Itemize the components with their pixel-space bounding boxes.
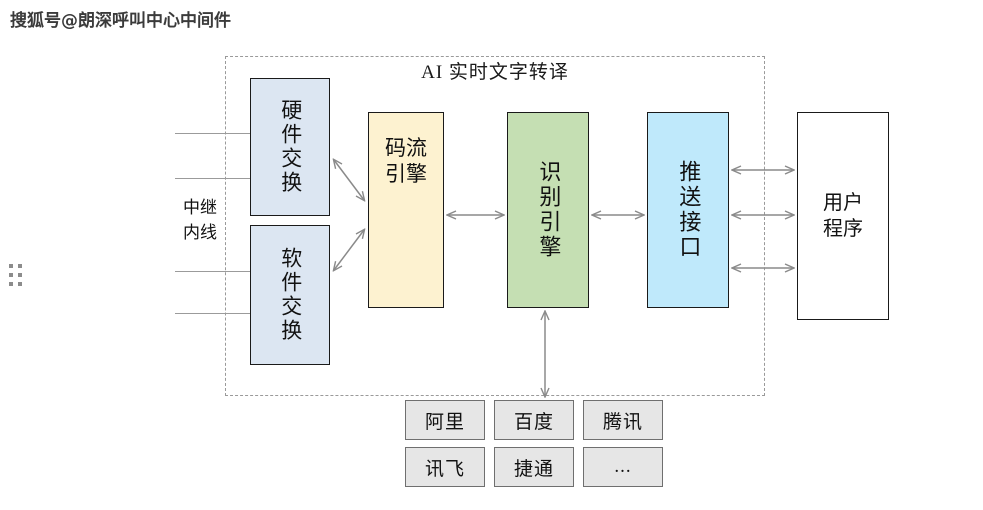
vendor-xunfei-label: 讯飞: [424, 458, 465, 480]
node-codestream-engine[interactable]: 码流引擎: [368, 112, 444, 308]
watermark-text: 搜狐号@朗深呼叫中心中间件: [10, 11, 231, 31]
vendor-tencent[interactable]: 腾讯: [583, 400, 663, 440]
trunk-line-4: [175, 313, 252, 314]
trunk-line-1: [175, 133, 252, 134]
trunk-line-3: [175, 271, 252, 272]
trunk-line-2: [175, 178, 252, 179]
node-hardware-switch[interactable]: 硬件交换: [250, 78, 330, 216]
node-recognition-engine[interactable]: 识别引擎: [507, 112, 589, 308]
vendor-jietong-label: 捷通: [513, 458, 554, 480]
diagram-title: AI 实时文字转译: [421, 62, 569, 83]
vendor-baidu-label: 百度: [513, 411, 554, 433]
vendor-alibaba-label: 阿里: [424, 411, 465, 433]
trunk-label-line-1: 中继: [183, 198, 217, 217]
vendor-more-label: ...: [614, 456, 632, 477]
vendor-more[interactable]: ...: [583, 447, 663, 487]
node-hardware-switch-label: 硬件交换: [278, 99, 303, 195]
vendor-jietong[interactable]: 捷通: [494, 447, 574, 487]
trunk-label-line-2: 内线: [183, 222, 217, 242]
vendor-tencent-label: 腾讯: [602, 411, 643, 433]
trunk-label: 中继 内线: [172, 196, 228, 245]
drag-handle-icon[interactable]: [9, 264, 23, 288]
node-push-interface-label: 推送接口: [676, 160, 702, 260]
ai-zone-boundary: [225, 56, 765, 396]
node-push-interface[interactable]: 推送接口: [647, 112, 729, 308]
node-recognition-engine-label: 识别引擎: [536, 160, 562, 260]
vendor-baidu[interactable]: 百度: [494, 400, 574, 440]
node-user-program-label: 用户程序: [823, 192, 863, 240]
node-user-program[interactable]: 用户程序: [797, 112, 889, 320]
node-software-switch[interactable]: 软件交换: [250, 225, 330, 365]
node-software-switch-label: 软件交换: [278, 247, 303, 343]
vendor-alibaba[interactable]: 阿里: [405, 400, 485, 440]
node-codestream-engine-label: 码流引擎: [385, 136, 427, 187]
vendor-xunfei[interactable]: 讯飞: [405, 447, 485, 487]
